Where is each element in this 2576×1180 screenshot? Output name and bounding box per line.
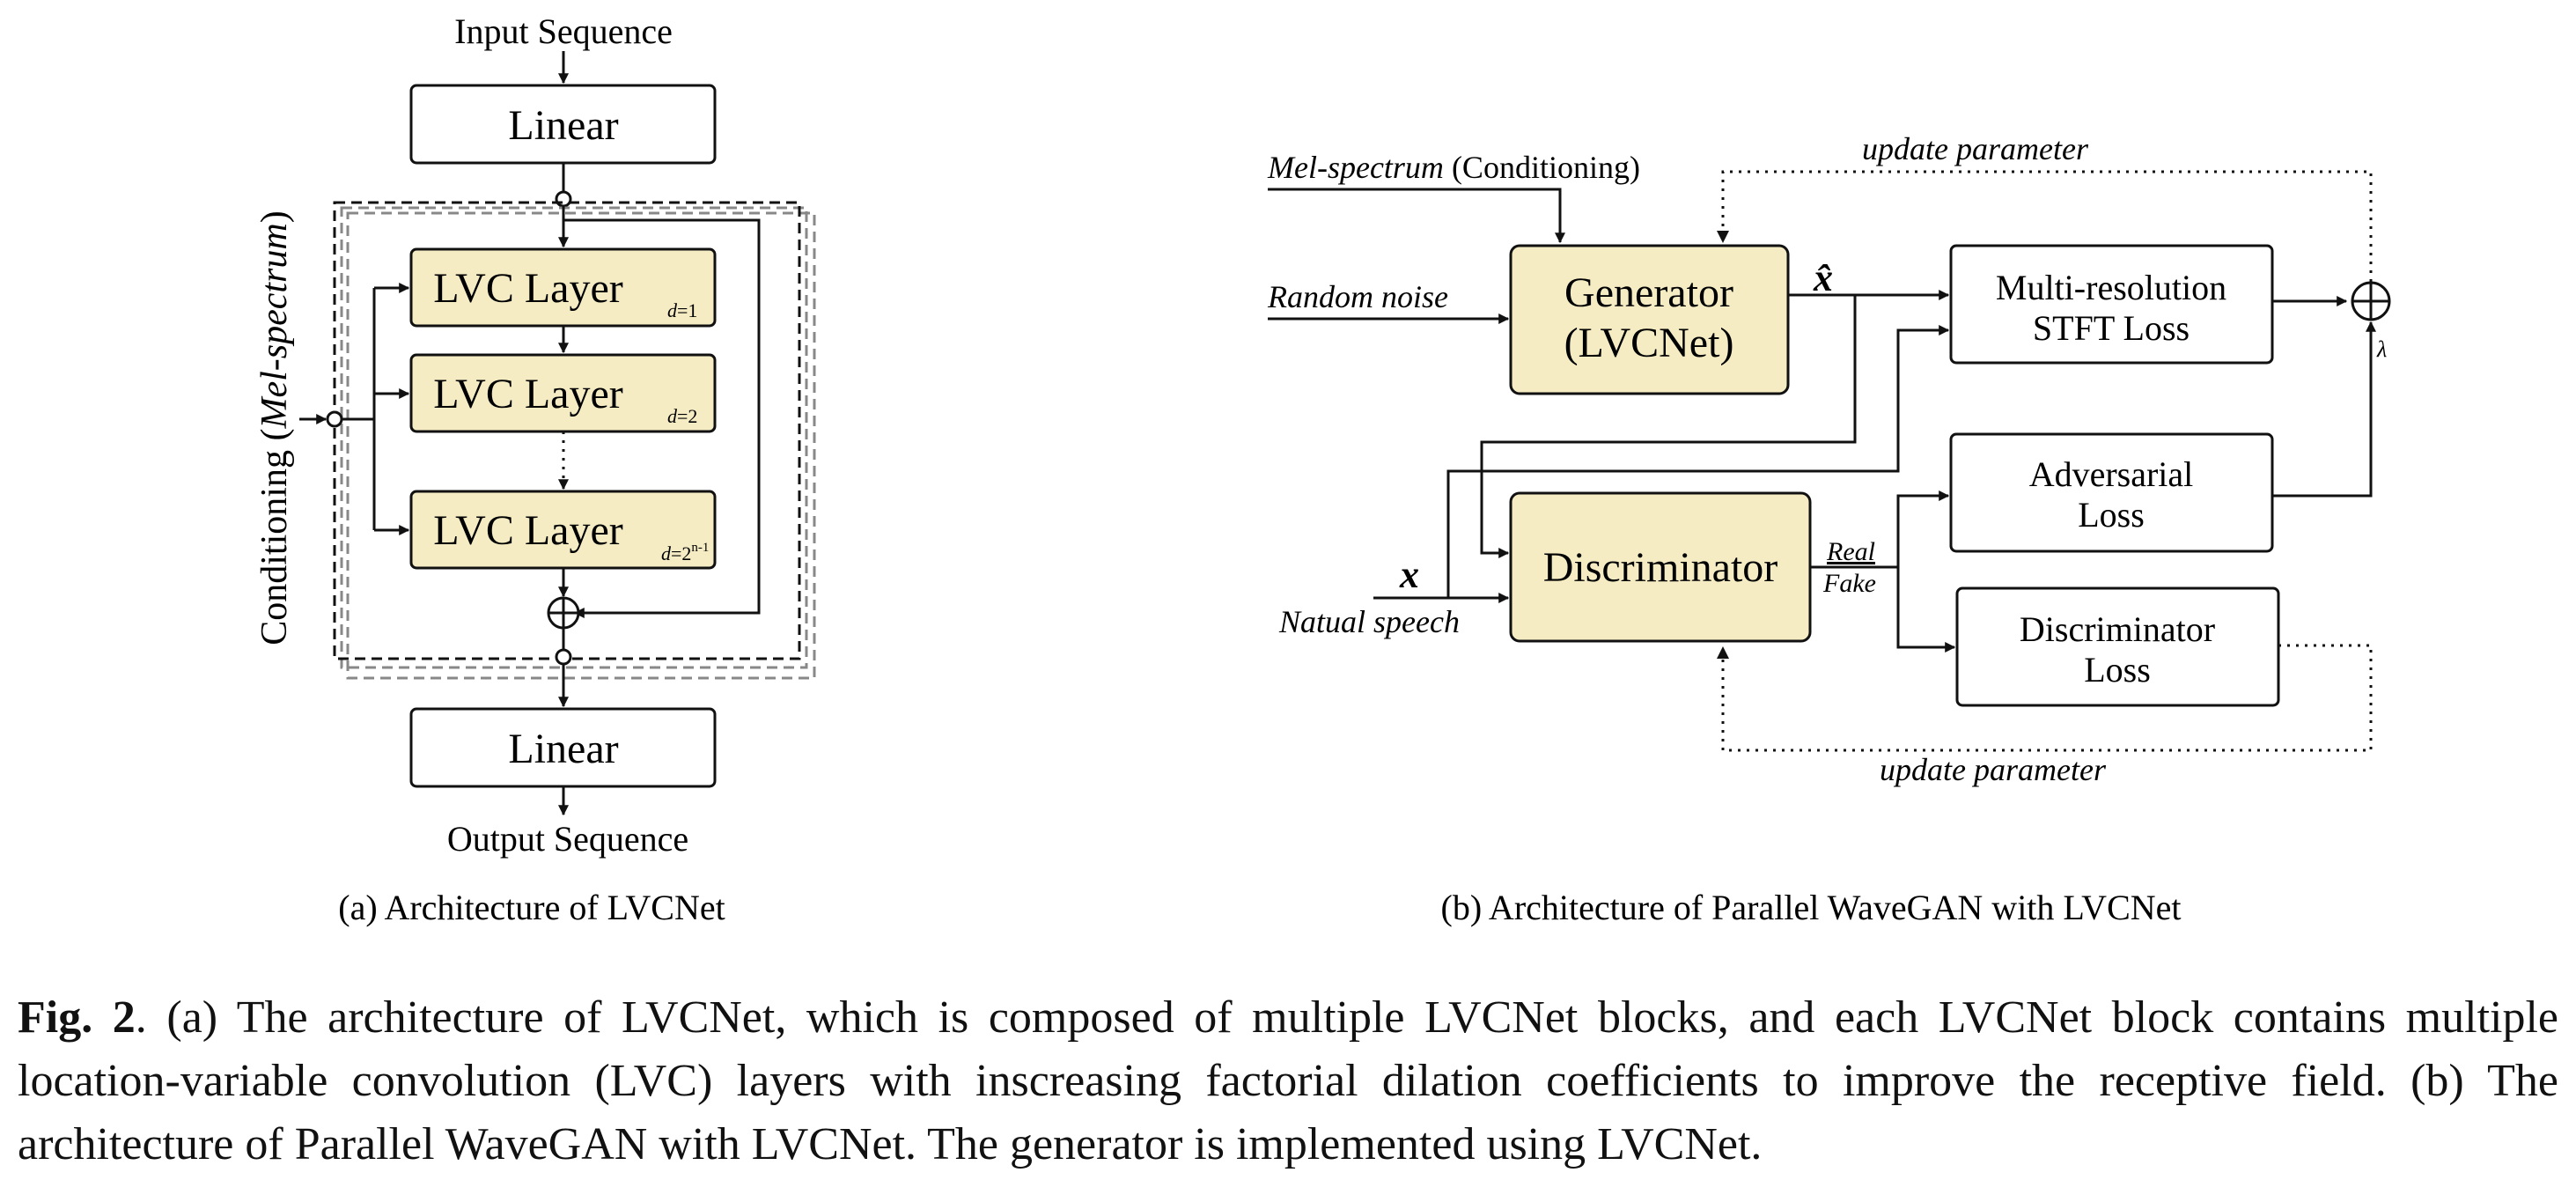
output-sequence-label: Output Sequence <box>447 819 688 859</box>
stft-loss-label-line1: Multi-resolution <box>1996 268 2226 307</box>
discriminator-loss-block: Discriminator Loss <box>1955 586 2280 707</box>
conditioning-label: Conditioning (Mel-spectrum) <box>254 210 295 645</box>
input-sequence-label: Input Sequence <box>454 11 673 51</box>
lvcnet-block-outline <box>333 201 801 660</box>
linear-top-block: Linear <box>409 84 717 165</box>
stft-loss-label-line2: STFT Loss <box>2033 308 2190 348</box>
lvc-layer-3-subscript: d=2n-1 <box>661 541 709 564</box>
lambda-label: λ <box>2376 336 2387 362</box>
adversarial-loss-label-line1: Adversarial <box>2029 454 2194 494</box>
lvc-layer-2-subscript: d=2 <box>667 405 697 427</box>
generator-block: Generator (LVCNet) <box>1509 244 1790 395</box>
sum-node-b <box>2351 281 2391 321</box>
update-parameter-top: update parameter <box>1862 131 2089 166</box>
linear-bottom-label: Linear <box>508 726 618 772</box>
figure-caption-text: . (a) The architecture of LVCNet, which … <box>18 992 2558 1169</box>
lvc-layer-2: LVC Layer d=2 <box>409 353 717 433</box>
panel-b-caption: (b) Architecture of Parallel WaveGAN wit… <box>1441 888 2182 927</box>
panel-b: Mel-spectrum (Conditioning) Random noise… <box>1267 131 2391 927</box>
figure-caption: Fig. 2. (a) The architecture of LVCNet, … <box>18 986 2558 1176</box>
generator-label-line1: Generator <box>1564 269 1733 316</box>
linear-top-label: Linear <box>508 102 618 149</box>
lvc-layer-2-label: LVC Layer <box>433 371 623 417</box>
x-hat-symbol: x̂ <box>1813 256 1833 299</box>
lvc-layer-3: LVC Layer d=2n-1 <box>409 490 717 570</box>
lvc-layer-3-label: LVC Layer <box>433 507 623 554</box>
real-label: Real <box>1826 537 1875 566</box>
linear-bottom-block: Linear <box>409 707 717 788</box>
fake-label: Fake <box>1822 569 1876 598</box>
split-node-top <box>555 190 572 208</box>
discriminator-label: Discriminator <box>1543 544 1778 591</box>
random-noise-label: Random noise <box>1267 279 1448 314</box>
lvc-layer-1: LVC Layer d=1 <box>409 247 717 328</box>
x-symbol: x <box>1399 553 1419 596</box>
discriminator-loss-label-line1: Discriminator <box>2020 609 2215 649</box>
stft-loss-block: Multi-resolution STFT Loss <box>1949 244 2274 365</box>
figure-caption-label: Fig. 2 <box>18 992 136 1043</box>
discriminator-block: Discriminator <box>1509 491 1812 643</box>
panel-a: Input Sequence Linear LVC Layer d=1 LVC … <box>254 11 816 927</box>
adversarial-loss-label-line2: Loss <box>2078 495 2145 535</box>
conditioning-split-node <box>326 410 343 428</box>
lvc-layer-1-subscript: d=1 <box>667 299 697 321</box>
adversarial-loss-block: Adversarial Loss <box>1949 432 2274 553</box>
generator-label-line2: (LVCNet) <box>1564 320 1734 366</box>
panel-a-caption: (a) Architecture of LVCNet <box>338 888 725 927</box>
lvc-layer-1-label: LVC Layer <box>433 265 623 312</box>
sum-node-a <box>547 596 580 630</box>
discriminator-loss-label-line2: Loss <box>2084 650 2151 690</box>
mel-spectrum-conditioning-label: Mel-spectrum (Conditioning) <box>1267 150 1640 185</box>
natual-speech-label: Natual speech <box>1278 604 1460 639</box>
update-parameter-bottom: update parameter <box>1880 752 2107 787</box>
split-node-bottom <box>555 648 572 666</box>
